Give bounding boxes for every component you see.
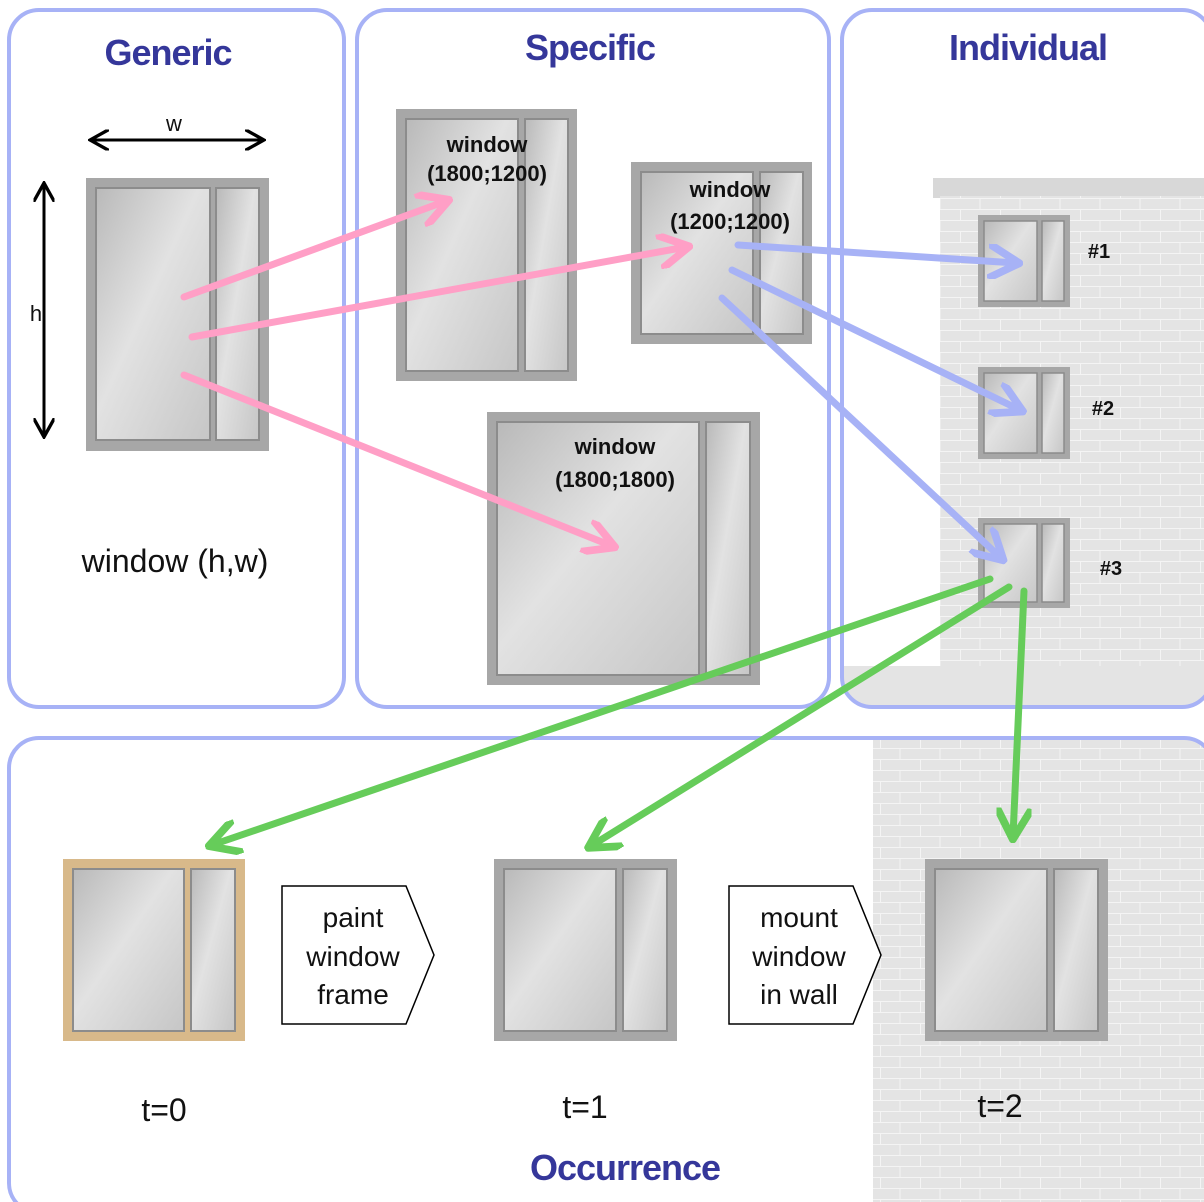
arrow-individual-to-t0	[212, 575, 994, 845]
individual-to-occurrence-arrows	[212, 575, 1024, 846]
time-label-t0: t=0	[141, 1092, 186, 1128]
arrow-specific-to-individual-2	[728, 266, 1020, 410]
step-line: window	[751, 941, 846, 972]
arrow-generic-to-1800x1200	[180, 201, 446, 301]
step-line: paint	[323, 902, 384, 933]
panel-title-generic: Generic	[104, 32, 231, 73]
width-label: w	[165, 111, 182, 136]
occurrence-window-t2-mounted	[925, 859, 1108, 1041]
generic-caption: window (h,w)	[81, 543, 269, 579]
arrow-individual-to-t2	[1013, 587, 1024, 836]
window-label-line1: window	[446, 132, 529, 157]
generic-to-specific-arrows	[180, 201, 686, 546]
specific-window-1800x1200: window (1800;1200)	[396, 109, 577, 381]
time-label-t2: t=2	[977, 1088, 1022, 1124]
individual-label-3: #3	[1100, 558, 1122, 580]
height-label: h	[30, 301, 42, 326]
specific-window-1800x1800: window (1800;1800)	[487, 412, 760, 685]
arrow-specific-to-individual-3	[718, 294, 1001, 558]
arrow-specific-to-individual-1	[734, 241, 1016, 263]
arrow-generic-to-1200x1200	[188, 247, 686, 341]
individual-label-2: #2	[1092, 398, 1114, 420]
generic-window	[86, 178, 269, 451]
step-line: window	[305, 941, 400, 972]
individual-window-2	[978, 367, 1070, 459]
step-line: mount	[760, 902, 838, 933]
panel-title-specific: Specific	[525, 27, 655, 68]
window-label-line1: window	[574, 434, 657, 459]
panel-title-individual: Individual	[949, 27, 1107, 68]
occurrence-window-t0-painted	[63, 859, 245, 1041]
arrow-individual-to-t1	[591, 583, 1013, 846]
individual-label-1: #1	[1088, 241, 1110, 263]
occurrence-window-t1	[494, 859, 677, 1041]
time-label-t1: t=1	[562, 1089, 607, 1125]
panel-title-occurrence: Occurrence	[530, 1147, 720, 1188]
specific-to-individual-arrows	[718, 241, 1020, 558]
step-paint-window-frame: paint window frame	[281, 885, 435, 1025]
step-line: frame	[317, 979, 389, 1010]
arrow-generic-to-1800x1800	[180, 371, 612, 546]
window-label-line2: (1800;1200)	[427, 161, 547, 186]
window-label-line1: window	[689, 177, 772, 202]
step-line: in wall	[760, 979, 838, 1010]
window-label-line2: (1200;1200)	[670, 209, 790, 234]
window-label-line2: (1800;1800)	[555, 467, 675, 492]
step-mount-window-in-wall: mount window in wall	[728, 885, 882, 1025]
